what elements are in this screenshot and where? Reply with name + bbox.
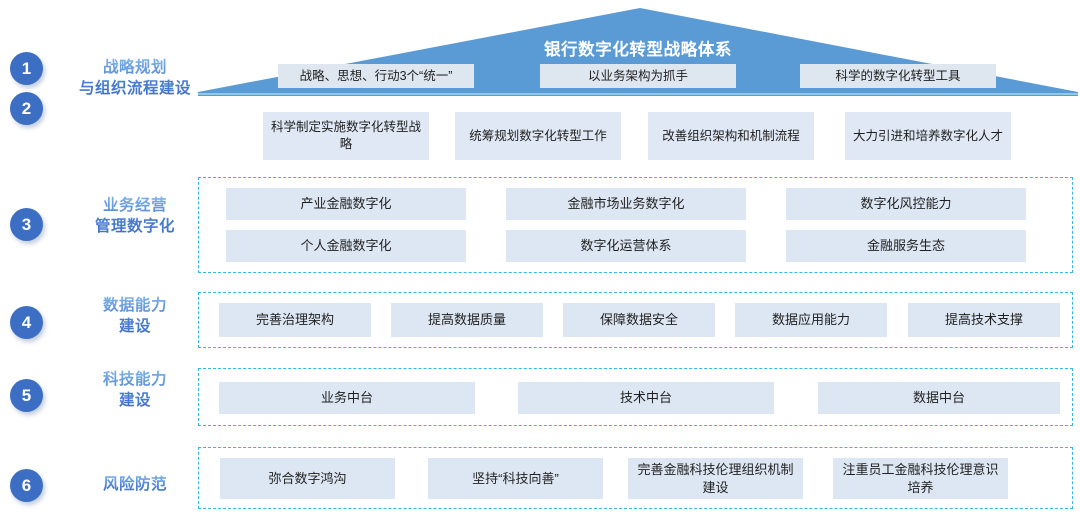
rail-label-data-line1: 数据能力 xyxy=(102,297,167,314)
rail-label-business-line1: 业务经营 xyxy=(102,197,167,214)
rail-label-data-line2: 建设 xyxy=(118,317,151,335)
section4-box-2[interactable]: 提高数据质量 xyxy=(391,303,543,337)
rail-label-strategy-line2: 与组织流程建设 xyxy=(78,79,191,97)
section3-box-6[interactable]: 金融服务生态 xyxy=(786,230,1026,262)
step-number-2: 2 xyxy=(10,92,43,125)
section-6-group xyxy=(198,447,1073,509)
section3-box-2[interactable]: 金融市场业务数字化 xyxy=(506,188,746,220)
section3-box-1[interactable]: 产业金融数字化 xyxy=(226,188,466,220)
rail-label-business-line2: 管理数字化 xyxy=(94,217,175,235)
roof-title: 银行数字化转型战略体系 xyxy=(543,41,733,59)
roof-underline xyxy=(198,93,1078,95)
section-5-group xyxy=(198,368,1073,426)
section4-box-5[interactable]: 提高技术支撑 xyxy=(908,303,1060,337)
section5-box-1[interactable]: 业务中台 xyxy=(219,382,475,414)
rail-label-strategy-line1: 战略规划 xyxy=(102,59,167,76)
rail-label-tech-line1: 科技能力 xyxy=(102,371,167,388)
roof-chip-2[interactable]: 以业务架构为抓手 xyxy=(540,64,736,88)
roof-chip-3[interactable]: 科学的数字化转型工具 xyxy=(800,64,996,88)
section6-box-3[interactable]: 完善金融科技伦理组织机制建设 xyxy=(628,458,803,499)
section4-box-4[interactable]: 数据应用能力 xyxy=(735,303,887,337)
rail-label-data: 数据能力 建设 xyxy=(60,296,210,338)
rail-label-risk-line1: 风险防范 xyxy=(102,476,167,493)
step-number-1: 1 xyxy=(10,52,43,85)
section-4-group xyxy=(198,292,1073,348)
section6-box-1[interactable]: 弥合数字鸿沟 xyxy=(220,458,395,499)
section3-box-3[interactable]: 数字化风控能力 xyxy=(786,188,1026,220)
step-number-3: 3 xyxy=(10,208,43,241)
section4-box-1[interactable]: 完善治理架构 xyxy=(219,303,371,337)
tier2-box-3[interactable]: 改善组织架构和机制流程 xyxy=(648,112,814,160)
section6-box-2[interactable]: 坚持“科技向善” xyxy=(428,458,603,499)
step-number-4: 4 xyxy=(10,306,43,339)
tier2-box-2[interactable]: 统筹规划数字化转型工作 xyxy=(455,112,621,160)
step-number-6: 6 xyxy=(10,469,43,502)
section3-box-4[interactable]: 个人金融数字化 xyxy=(226,230,466,262)
section5-box-3[interactable]: 数据中台 xyxy=(818,382,1060,414)
section4-box-3[interactable]: 保障数据安全 xyxy=(563,303,715,337)
section5-box-2[interactable]: 技术中台 xyxy=(518,382,774,414)
rail-label-risk: 风险防范 xyxy=(60,475,210,496)
step-number-5: 5 xyxy=(10,379,43,412)
section6-box-4[interactable]: 注重员工金融科技伦理意识培养 xyxy=(833,458,1008,499)
rail-label-tech-line2: 建设 xyxy=(118,391,151,409)
tier2-box-4[interactable]: 大力引进和培养数字化人才 xyxy=(845,112,1011,160)
section3-box-5[interactable]: 数字化运营体系 xyxy=(506,230,746,262)
section-3-group xyxy=(198,177,1073,273)
tier2-box-1[interactable]: 科学制定实施数字化转型战略 xyxy=(263,112,429,160)
roof-chip-1[interactable]: 战略、思想、行动3个“统一” xyxy=(278,64,474,88)
rail-label-strategy: 战略规划 与组织流程建设 xyxy=(60,58,210,100)
rail-label-business: 业务经营 管理数字化 xyxy=(60,196,210,238)
rail-label-tech: 科技能力 建设 xyxy=(60,370,210,412)
